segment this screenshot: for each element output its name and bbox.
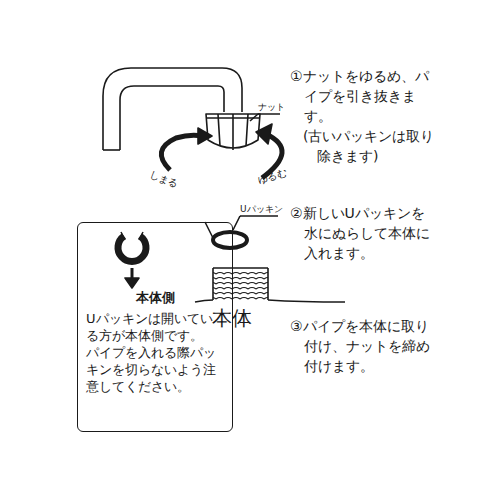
- arrow-head: [125, 278, 139, 288]
- thread: [213, 270, 268, 300]
- note-text: パイプを入れる際パッキンを切らないよう注意してください。: [86, 344, 224, 395]
- step-text: ③パイプを本体に取り付け、ナットを締め付けます。: [290, 316, 436, 376]
- c-ring-gap: [121, 232, 143, 240]
- note-heading: 本体側: [86, 289, 224, 306]
- direction-label: ゆるむ: [256, 164, 298, 188]
- part-name: ナット: [258, 101, 294, 113]
- pointer-line: [205, 222, 214, 240]
- part-name: 本体: [212, 306, 272, 330]
- u-packing: [213, 232, 247, 248]
- arrow-head: [256, 124, 272, 144]
- part-name: Uパッキン: [240, 203, 294, 215]
- leader-line: [250, 114, 280, 121]
- body-outline: [195, 300, 345, 302]
- step-text: ②新しいUパッキンを水にぬらして本体に入れます。: [290, 203, 436, 263]
- arrow-head: [198, 128, 212, 144]
- note-text: Uパッキンは開いている方が本体側です。: [86, 310, 224, 344]
- tighten-arrow: [161, 135, 202, 170]
- pipe-end: [103, 149, 120, 151]
- note-text: (古いパッキンは取り除きます): [303, 126, 435, 166]
- leader-line: [233, 216, 278, 230]
- step-text: ①ナットをゆるめ、パイプを引き抜きます。: [290, 66, 436, 126]
- threaded-body: [213, 268, 268, 300]
- direction-label: しまる: [147, 168, 189, 195]
- c-ring: [118, 236, 146, 261]
- note-box: 本体側 Uパッキンは開いている方が本体側です。パイプを入れる際パッキンを切らないよ…: [77, 222, 233, 432]
